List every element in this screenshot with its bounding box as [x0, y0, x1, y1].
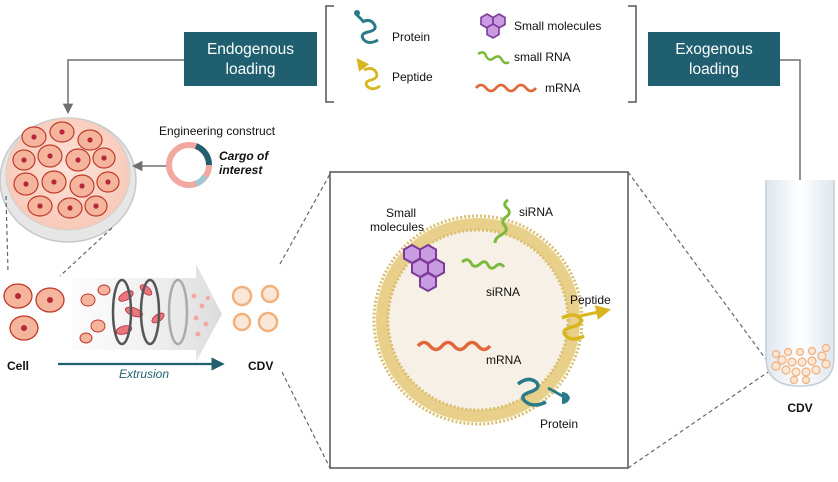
dish-nuclei	[21, 129, 111, 211]
construct-title: Engineering construct	[159, 124, 276, 138]
vesicle-mrna-label: mRNA	[486, 353, 521, 367]
protein-icon	[354, 10, 379, 44]
endogenous-line1: Endogenous	[207, 41, 294, 58]
small-rna-icon	[477, 51, 510, 65]
exogenous-line2: loading	[689, 61, 739, 78]
vesicle-sirna-top	[493, 198, 511, 244]
vesicle-small-label-1: Small	[386, 206, 416, 220]
small-molecule-icon	[480, 13, 506, 39]
vesicle-sirna-top-label: siRNA	[519, 205, 553, 219]
legend-small-molecules: Small molecules	[514, 19, 601, 33]
tube-cdv-label: CDV	[787, 401, 812, 415]
endogenous-loading-box: Endogenous loading	[184, 32, 317, 86]
exogenous-loading-box: Exogenous loading	[648, 32, 780, 86]
vesicle-protein-label: Protein	[540, 417, 578, 431]
extrusion-device	[72, 264, 222, 362]
vesicle-protein	[516, 377, 570, 407]
extrusion-label: Extrusion	[119, 367, 169, 381]
legend-peptide: Peptide	[392, 70, 433, 84]
test-tube	[765, 180, 835, 387]
vesicle-small-molecules	[403, 243, 445, 293]
mrna-icon	[474, 83, 538, 93]
endogenous-arrow	[62, 59, 184, 115]
endogenous-line2: loading	[226, 61, 276, 78]
petri-dish	[0, 117, 137, 243]
vesicle-sirna-mid-label: siRNA	[486, 285, 520, 299]
vesicle-peptide-label: Peptide	[570, 293, 611, 307]
vesicle-sirna-mid	[461, 258, 506, 270]
cargo-legend: Protein Peptide Small molecules small RN…	[325, 5, 637, 103]
vesicle-small-label-2: molecules	[370, 220, 424, 234]
legend-protein: Protein	[392, 30, 430, 44]
cells-group	[3, 283, 65, 341]
peptide-icon	[356, 58, 381, 91]
cargo-of-interest-line1: Cargo of	[219, 149, 269, 163]
legend-small-rna: small RNA	[514, 50, 571, 64]
cdv-vesicles	[231, 284, 280, 333]
vesicle-mrna	[416, 340, 492, 352]
legend-mrna: mRNA	[545, 81, 580, 95]
vesicle-peptide	[561, 305, 611, 341]
engineering-construct: Engineering construct Cargo of interest	[131, 124, 276, 188]
cell-label: Cell	[7, 359, 29, 373]
cdv-label: CDV	[248, 359, 273, 373]
vesicle-zoom-box: Small molecules siRNA siRNA Peptide mRNA…	[329, 171, 629, 469]
cargo-of-interest-line2: interest	[219, 163, 263, 177]
exogenous-line1: Exogenous	[675, 41, 753, 58]
